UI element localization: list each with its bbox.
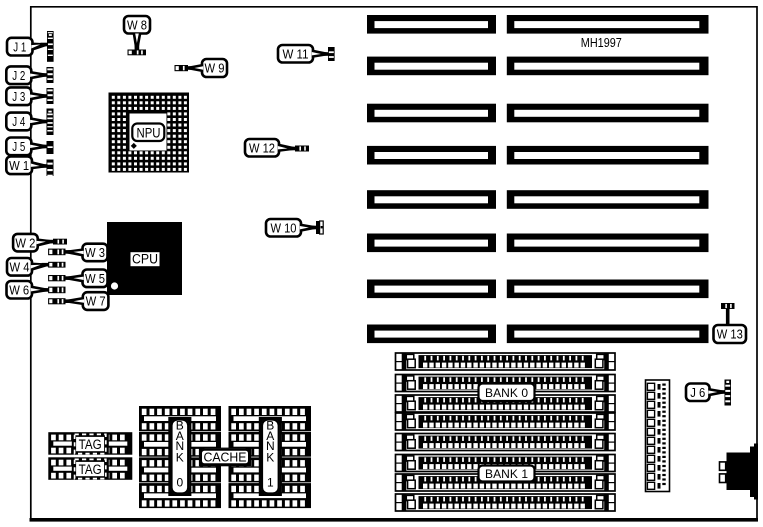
svg-text:K: K <box>266 451 274 465</box>
svg-text:W 5: W 5 <box>85 271 105 286</box>
svg-text:MH1997: MH1997 <box>581 35 622 50</box>
svg-text:TAG: TAG <box>79 462 102 477</box>
svg-text:W 7: W 7 <box>86 294 106 309</box>
svg-text:W 3: W 3 <box>85 245 105 260</box>
svg-text:J 3: J 3 <box>12 89 25 104</box>
svg-text:W 9: W 9 <box>205 61 225 76</box>
svg-text:W 12: W 12 <box>249 140 275 155</box>
svg-text:NPU: NPU <box>137 126 161 141</box>
svg-text:CACHE: CACHE <box>204 451 247 465</box>
svg-text:W 6: W 6 <box>9 282 29 297</box>
svg-text:N: N <box>266 439 275 453</box>
svg-text:J 6: J 6 <box>690 385 705 400</box>
svg-text:W 1: W 1 <box>9 158 29 173</box>
svg-text:J 1: J 1 <box>13 39 26 54</box>
svg-text:W 4: W 4 <box>10 260 30 275</box>
svg-text:B: B <box>266 419 274 433</box>
svg-text:TAG: TAG <box>79 437 102 452</box>
svg-text:W 8: W 8 <box>127 17 147 32</box>
svg-text:BANK 1: BANK 1 <box>485 467 528 481</box>
svg-text:1: 1 <box>267 476 274 490</box>
svg-text:CPU: CPU <box>132 252 158 267</box>
svg-text:N: N <box>175 439 184 453</box>
svg-text:W 2: W 2 <box>15 235 35 250</box>
svg-text:A: A <box>176 429 184 443</box>
svg-text:BANK 0: BANK 0 <box>485 386 528 400</box>
svg-text:J 4: J 4 <box>12 114 25 129</box>
svg-text:0: 0 <box>176 476 183 490</box>
svg-text:J 2: J 2 <box>12 68 25 83</box>
svg-text:W 13: W 13 <box>717 327 743 342</box>
svg-text:W 11: W 11 <box>283 46 309 61</box>
svg-text:W 10: W 10 <box>271 220 297 235</box>
svg-text:K: K <box>176 451 184 465</box>
svg-text:B: B <box>176 419 184 433</box>
svg-text:J 5: J 5 <box>12 139 25 154</box>
svg-text:A: A <box>266 429 274 443</box>
